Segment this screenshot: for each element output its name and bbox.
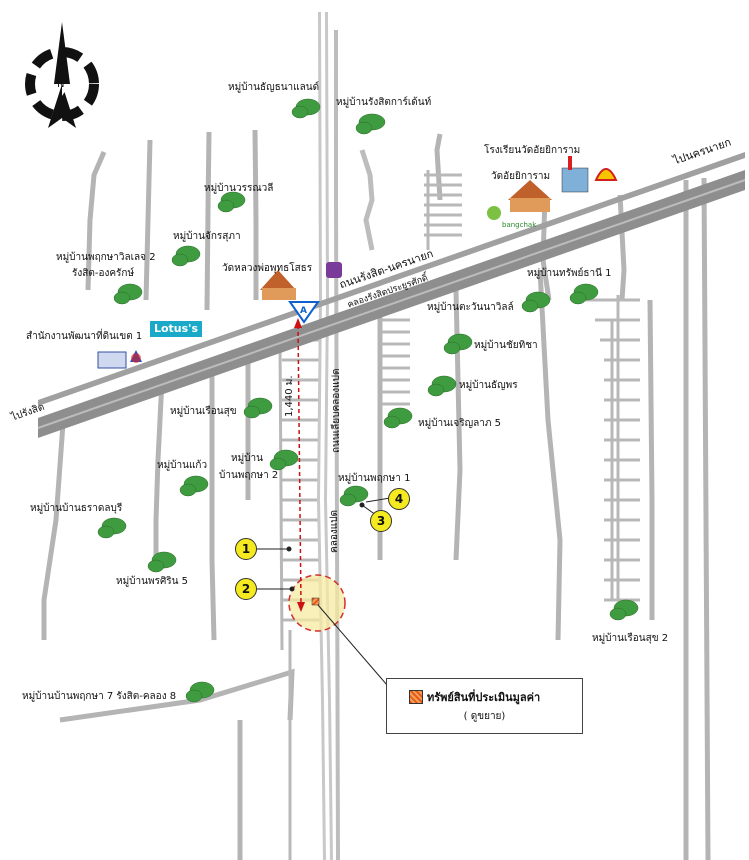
label-wat-luangpho: วัดหลวงพ่อพุทธโสธร	[222, 263, 313, 274]
label-bangchak: bangchak	[502, 221, 537, 229]
lotus-logo: Lotus's	[150, 321, 202, 337]
label-banmaew: หมู่บ้านแก้ว	[157, 460, 208, 471]
label-thanya-land: หมู่บ้านธัญธนาแลนด์	[228, 82, 320, 93]
label-thara-khonburi: หมู่บ้านบ้านธราดลบุรี	[30, 503, 123, 514]
soi-combs	[278, 170, 640, 860]
label-ruansuk-2: หมู่บ้านเรือนสุข 2	[592, 633, 669, 644]
label-side-road: ถนนเลียบคลองแปด	[331, 368, 342, 453]
label-pruksa-ville-2: หมู่บ้านพฤกษาวิลเลจ 2	[56, 252, 156, 263]
label-charoenlap: หมู่บ้านเจริญลาภ 5	[418, 418, 502, 429]
label-thapsap-thani: หมู่บ้านทรัพย์ธานี 1	[527, 268, 612, 279]
marker-3: 3	[370, 510, 392, 532]
property-zone	[288, 574, 388, 686]
legend-box: ทรัพย์สินที่ประเมินมูลค่า ( ดูขยาย)	[386, 678, 583, 734]
marker-leaders	[256, 497, 391, 592]
village-tree-icons	[97, 98, 639, 703]
label-thanyaporn: หมู่บ้านธัญพร	[459, 380, 518, 391]
start-marker-label: A	[300, 306, 307, 316]
legend-subtitle: ( ดูขยาย)	[463, 711, 506, 722]
label-tawanwalee: หมู่บ้านตะวันนาวิลล์	[427, 302, 514, 313]
label-pruksa-7: หมู่บ้านบ้านพฤกษา 7 รังสิต-คลอง 8	[22, 691, 177, 702]
canal-eight	[316, 11, 375, 860]
label-pruksa-1: หมู่บ้านพฤกษา 1	[338, 473, 411, 484]
label-dealer-office: สำนักงานพัฒนาที่ดินเขต 1	[26, 331, 143, 342]
start-marker-icon	[288, 301, 320, 324]
main-road	[37, 152, 746, 438]
label-chakrasupha: หมู่บ้านจักรสุภา	[173, 231, 241, 242]
school-icon	[561, 156, 589, 193]
compass-north-label: N	[57, 79, 65, 90]
label-rangsit-ongkharak: รังสิต-องครักษ์	[72, 268, 135, 279]
label-rangsit-garden: หมู่บ้านรังสิตการ์เด้นท์	[336, 97, 432, 108]
marker-1: 1	[235, 538, 257, 560]
label-banpruksa-2-line2: บ้านพฤกษา 2	[219, 470, 279, 481]
route-arrow	[294, 318, 305, 612]
legend-title: ทรัพย์สินที่ประเมินมูลค่า	[427, 691, 541, 704]
label-school: โรงเรียนวัดอัยยิการาม	[484, 145, 581, 156]
office-icon	[97, 350, 142, 369]
label-wannawalee: หมู่บ้านวรรณวลี	[204, 183, 274, 194]
legend-hatch-swatch	[409, 690, 423, 704]
label-chaicha: หมู่บ้านชัยทิชา	[474, 340, 538, 351]
label-distance: 1,440 ม.	[284, 375, 295, 417]
label-ruansuk: หมู่บ้านเรือนสุข	[170, 406, 237, 417]
bangchak-icon	[487, 206, 501, 220]
compass-icon	[25, 22, 99, 128]
label-pornsirin-5: หมู่บ้านพรศิริน 5	[116, 576, 189, 587]
label-banpruksa-2-line1: หมู่บ้าน	[231, 453, 263, 464]
label-temple-aiyika: วัดอัยยิการาม	[491, 171, 551, 182]
marker-4: 4	[388, 488, 410, 510]
marker-2: 2	[235, 578, 257, 600]
shell-icon	[594, 168, 618, 181]
label-canal-eight: คลองแปด	[329, 510, 340, 553]
side-roads	[41, 129, 711, 860]
temple-icon	[260, 180, 552, 300]
